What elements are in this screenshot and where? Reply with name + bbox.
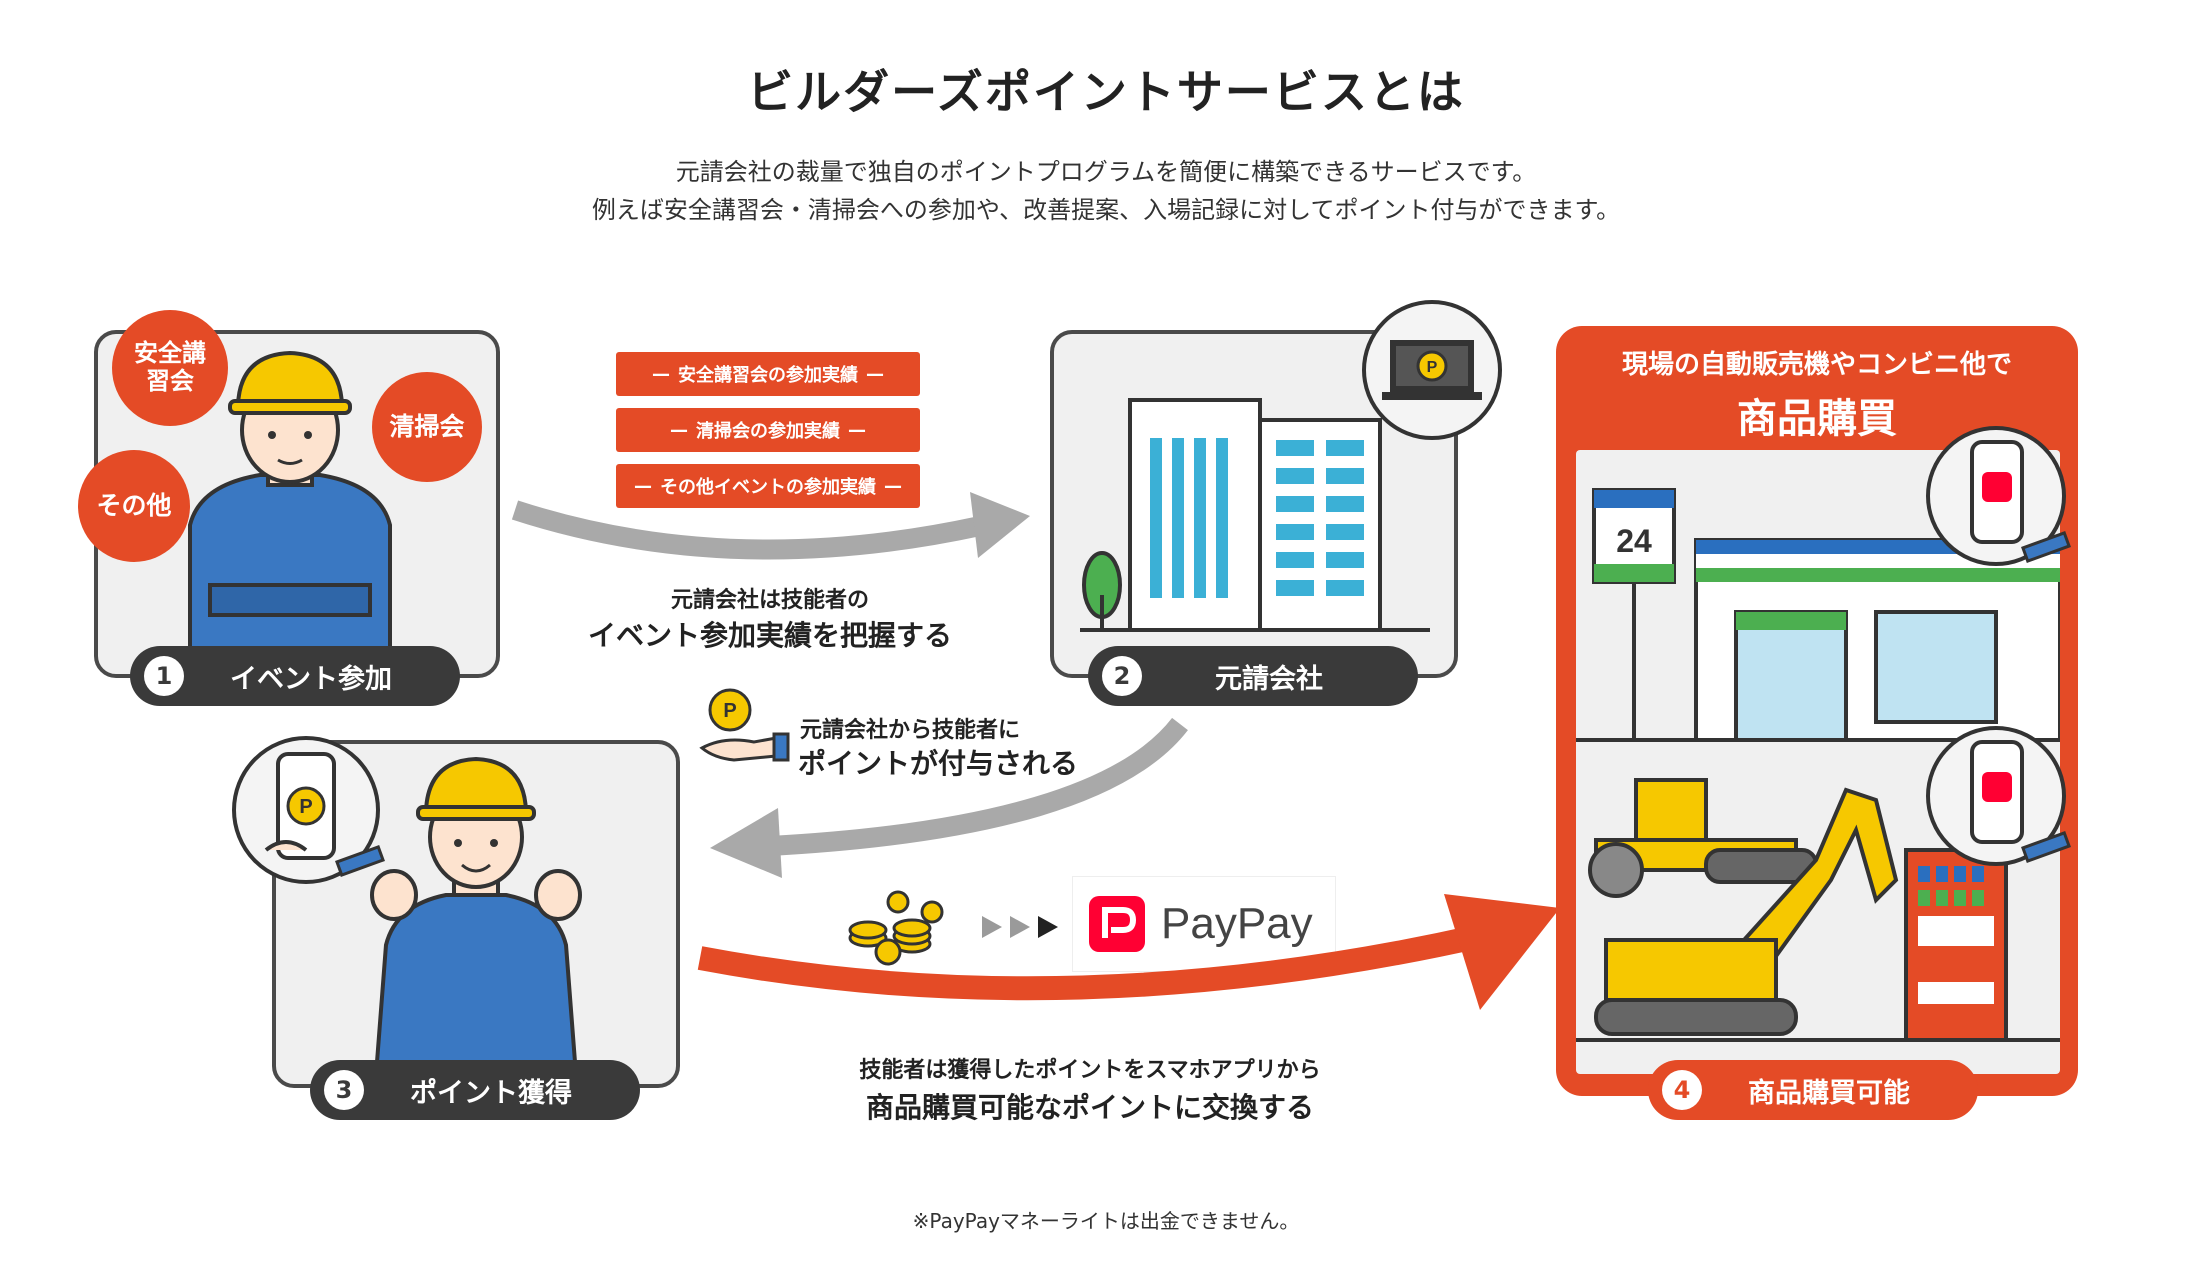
arrow3-caption-line2: 商品購買可能なポイントに交換する	[865, 1091, 1314, 1124]
step1-label: イベント参加	[230, 663, 392, 695]
paypay-logo: PayPay	[1072, 876, 1336, 972]
step2-badge: 2 元請会社	[1088, 646, 1418, 706]
svg-text:P: P	[1427, 359, 1438, 376]
arrow1-caption-line1: 元請会社は技能者の	[670, 588, 869, 613]
laptop-point-bubble-icon: P	[1362, 300, 1502, 440]
bubble-cleaning: 清掃会	[372, 372, 482, 482]
tag-other-event-record: — その他イベントの参加実績 —	[616, 464, 920, 508]
paypay-label: PayPay	[1161, 899, 1313, 948]
svg-text:24: 24	[1616, 523, 1652, 559]
worker-arms-crossed-illustration	[188, 350, 392, 675]
coins-icon	[848, 890, 944, 966]
office-building-illustration	[1080, 398, 1430, 632]
step4-number: 4	[1662, 1070, 1702, 1110]
arrow1-caption-line2: イベント参加実績を把握する	[587, 619, 952, 652]
arrow3-caption-line1: 技能者は獲得したポイントをスマホアプリから	[859, 1058, 1321, 1083]
step4-header-big: 商品購買	[1737, 396, 1897, 442]
description-line-1: 元請会社の裁量で独自のポイントプログラムを簡便に構築できるサービスです。	[675, 158, 1537, 186]
description-line-2: 例えば安全講習会・清掃会への参加や、改善提案、入場記録に対してポイント付与ができ…	[591, 196, 1621, 224]
step3-number: 3	[324, 1070, 364, 1110]
paypay-mark-icon	[1089, 896, 1145, 952]
step2-label: 元請会社	[1215, 663, 1323, 695]
step4-label: 商品購買可能	[1748, 1077, 1910, 1109]
step3-label: ポイント獲得	[410, 1077, 572, 1109]
arrow-step1-to-step2	[511, 492, 1030, 560]
bubble-other: その他	[78, 450, 190, 562]
step4-badge: 4 商品購買可能	[1648, 1060, 1978, 1120]
phone-point-bubble-icon: P	[232, 736, 385, 884]
footnote: ※PayPayマネーライトは出金できません。	[912, 1209, 1300, 1233]
bubble-safety-training: 安全講習会	[112, 310, 228, 426]
page-title: ビルダーズポイントサービスとは	[747, 65, 1465, 119]
step2-number: 2	[1102, 656, 1142, 696]
step1-number: 1	[144, 656, 184, 696]
worker-fists-raised-illustration	[370, 756, 582, 1075]
tag-safety-training-record: — 安全講習会の参加実績 —	[616, 352, 920, 396]
triple-play-arrows-icon	[982, 916, 1058, 938]
svg-text:P: P	[299, 796, 312, 818]
step4-header-small: 現場の自動販売機やコンビニ他で	[1621, 350, 2012, 380]
tag-cleaning-record: — 清掃会の参加実績 —	[616, 408, 920, 452]
phone-paypay-bubble-icon-top	[1926, 426, 2071, 566]
step3-badge: 3 ポイント獲得	[310, 1060, 640, 1120]
step1-badge: 1 イベント参加	[130, 646, 460, 706]
arrow-step2-to-step3	[710, 718, 1188, 878]
arrow2-caption-line2: ポイントが付与される	[798, 747, 1079, 780]
phone-paypay-bubble-icon-bottom	[1926, 726, 2071, 866]
arrow-step3-to-step4	[697, 894, 1560, 1010]
construction-machines-vending-illustration	[1576, 778, 2060, 1042]
arrow2-caption-line1: 元請会社から技能者に	[800, 718, 1021, 743]
hand-coin-icon: P	[699, 688, 790, 762]
svg-text:P: P	[723, 700, 736, 722]
